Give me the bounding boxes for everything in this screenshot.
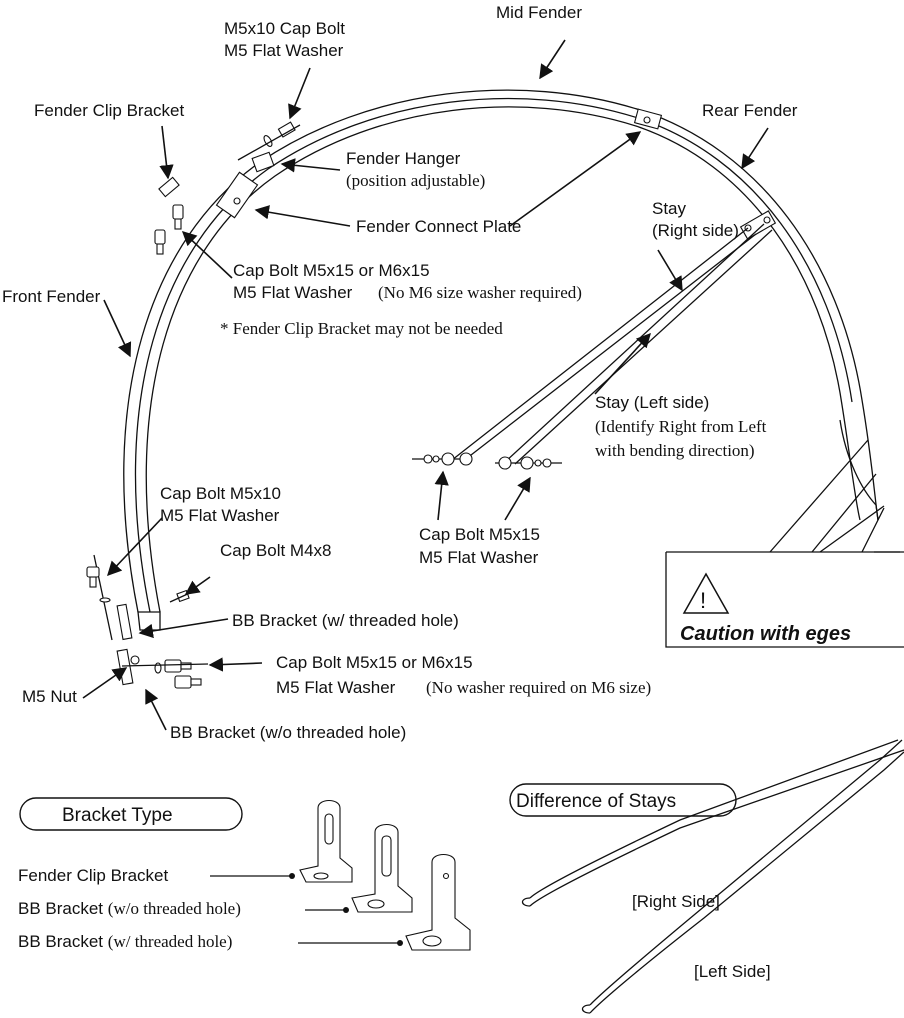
label-bb-bracket-threaded: BB Bracket (w/ threaded hole) [232,611,459,630]
warning-triangle-icon: ! [682,572,730,614]
label-clip-note: * Fender Clip Bracket may not be needed [220,319,503,338]
label-stay-left-note-1: (Identify Right from Left [595,417,767,436]
label-cap-bolt-m5x10-top: M5x10 Cap Bolt [224,19,345,38]
label-cap-bolt-2: Cap Bolt M5x15 or M6x15 [276,653,473,672]
label-m5-flat-washer-top: M5 Flat Washer [224,41,344,60]
bracket-item-3: BB Bracket (w/ threaded hole) [18,932,232,951]
label-cap-bolt-m4x8: Cap Bolt M4x8 [220,541,332,560]
label-stay-right-1: Stay [652,199,687,218]
label-fender-hanger: Fender Hanger [346,149,461,168]
bracket-item-2: BB Bracket (w/o threaded hole) [18,899,241,918]
fender-arc [123,89,879,631]
label-m5-washer-bb: M5 Flat Washer [160,506,280,525]
label-m5-washer-stay: M5 Flat Washer [419,548,539,567]
label-stay-left-note-2: with bending direction) [595,441,755,460]
bb-bracket-threaded-drawing [405,853,471,951]
label-cap-bolt-m5x15-stay: Cap Bolt M5x15 [419,525,540,544]
caution-text: Caution with eges [680,623,851,645]
label-rear-fender: Rear Fender [702,101,798,120]
fender-hanger-hardware [237,121,301,173]
label-bb-bracket-unthreaded: BB Bracket (w/o threaded hole) [170,723,406,742]
label-m5-washer-2-note: (No washer required on M6 size) [426,678,651,697]
label-fender-connect-plate: Fender Connect Plate [356,217,521,236]
bb-bracket-unthreaded-drawing [351,823,413,913]
label-cap-bolt-m5x10-bb: Cap Bolt M5x10 [160,484,281,503]
label-stay-right-2: (Right side) [652,221,739,240]
label-m5-washer-1: M5 Flat Washer [233,283,353,302]
label-front-fender: Front Fender [2,287,101,306]
right-side-label: [Right Side] [632,892,720,911]
caution-callout: ! Caution with eges [665,439,904,648]
right-stay-shape [529,739,899,899]
leader-arrows [82,39,769,731]
label-fender-clip-bracket: Fender Clip Bracket [34,101,185,120]
bracket-item-1: Fender Clip Bracket [18,866,169,885]
left-stay-shape [589,739,903,1006]
bracket-type-title: Bracket Type [62,805,173,826]
label-m5-nut: M5 Nut [22,687,77,706]
bracket-type-legend: Bracket Type Fender Clip Bracket BB Brac… [18,797,471,951]
label-fender-hanger-note: (position adjustable) [346,171,485,190]
label-m5-washer-1-note: (No M6 size washer required) [378,283,582,302]
bracket-type-title-pill [19,797,243,831]
bb-bracket-hardware [86,554,209,689]
label-mid-fender: Mid Fender [496,3,582,22]
label-cap-bolt-1: Cap Bolt M5x15 or M6x15 [233,261,430,280]
label-m5-washer-2: M5 Flat Washer [276,678,396,697]
stays-title: Difference of Stays [516,791,676,812]
label-stay-left: Stay (Left side) [595,393,709,412]
left-side-label: [Left Side] [694,962,771,981]
svg-text:!: ! [700,588,706,613]
fender-clip-bracket-drawing [299,799,353,883]
stays-difference: Difference of Stays [Right Side] [Left S… [509,739,904,1014]
fender-clip-hardware [154,176,184,255]
